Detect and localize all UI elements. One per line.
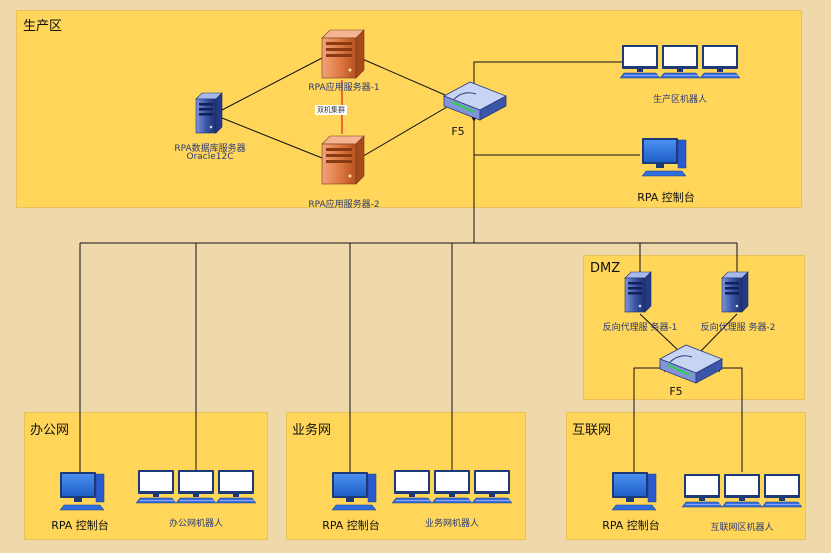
production-robots-label: 生产区机器人 [652,95,708,105]
zone-title-business: 业务网 [292,423,332,438]
business-robots-icon [391,469,513,504]
db-server-label: RPA数据库服务器 [174,144,246,154]
business-robots-label: 业务网机器人 [424,519,480,529]
app-server-2-label: RPA应用服务器-2 [308,200,380,210]
f5-production-label: F5 [451,125,465,138]
production-console-icon [641,137,687,177]
proxy-server-1-icon [624,271,652,313]
connections [79,57,743,474]
app-server-1-icon [321,29,365,79]
production-console-label: RPA 控制台 [637,191,695,204]
proxy-server-2-label: 反向代理服 务器-2 [700,323,776,333]
app-server-2-icon [321,135,365,185]
production-robots-icon [619,44,741,79]
db-server-icon [195,92,223,134]
f5-dmz-icon [659,344,723,384]
office-robots-icon [135,469,257,504]
office-console-label: RPA 控制台 [51,519,109,532]
heartbeat-label: 双机集群 [315,105,347,115]
zone-title-dmz: DMZ [590,261,621,276]
office-console-icon [59,471,105,511]
f5-production-icon [443,81,507,121]
internet-console-label: RPA 控制台 [602,519,660,532]
business-console-icon [331,471,377,511]
office-robots-label: 办公网机器人 [168,519,224,529]
internet-robots-icon [681,473,803,508]
internet-console-icon [611,471,657,511]
zone-title-office: 办公网 [30,423,70,438]
app-server-1-label: RPA应用服务器-1 [308,83,380,93]
db-type-label: Oracle12C [186,152,234,162]
proxy-server-1-label: 反向代理服 务器-1 [602,323,678,333]
internet-robots-label: 互联网区机器人 [710,523,774,533]
proxy-server-2-icon [721,271,749,313]
zone-title-internet: 互联网 [572,423,612,438]
f5-dmz-label: F5 [669,385,683,398]
zone-title-production: 生产区 [23,19,63,34]
business-console-label: RPA 控制台 [322,519,380,532]
